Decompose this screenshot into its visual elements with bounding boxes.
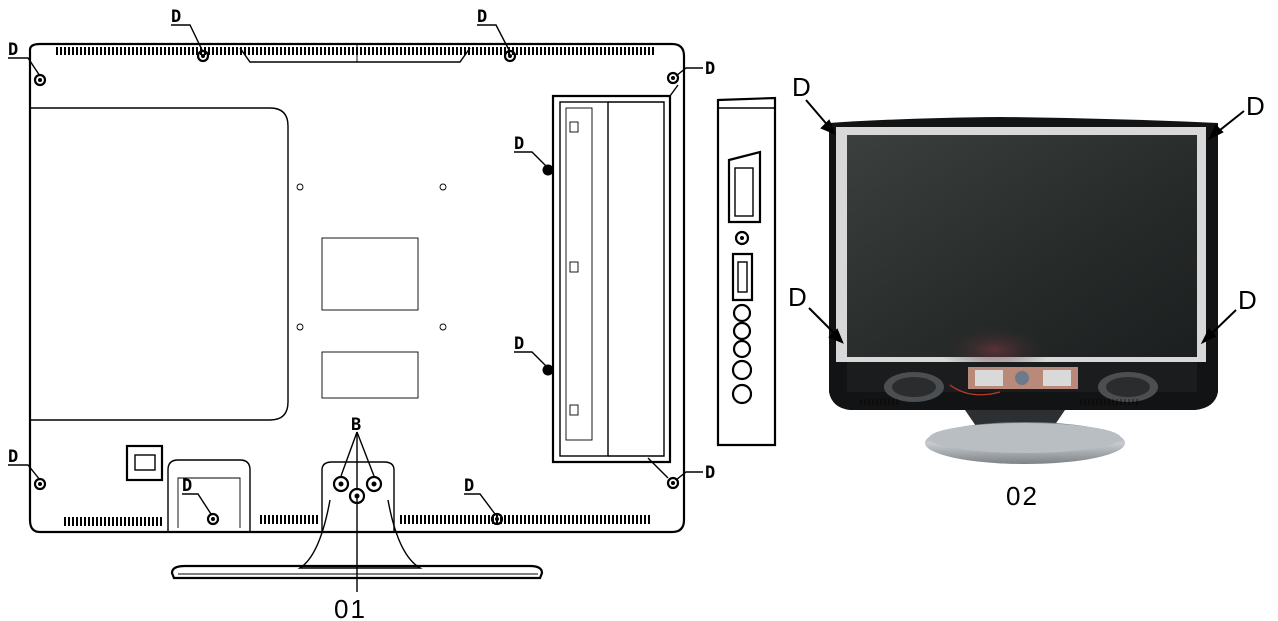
screw-label-d: D xyxy=(477,7,487,27)
tv-open-photo: D D D D 02 xyxy=(788,72,1265,511)
bottom-vent-left xyxy=(62,517,162,526)
stand-screws xyxy=(332,475,383,505)
screw-label-d: D xyxy=(464,476,474,496)
screw-label-d: D xyxy=(514,334,524,354)
bottom-vent-right xyxy=(400,515,650,524)
screw-label-d: D xyxy=(1238,285,1257,315)
speaker-left xyxy=(884,372,944,402)
screw-label-d: D xyxy=(8,447,18,467)
screw-label-d: D xyxy=(1246,91,1265,121)
screw-label-d: D xyxy=(705,463,715,483)
tv-rear-view: D D D D D D D D D D B 01 xyxy=(8,7,715,621)
screw-label-d: D xyxy=(792,72,811,102)
top-vent xyxy=(55,47,655,55)
screw-label-d: D xyxy=(182,476,192,496)
stand-label-b: B xyxy=(351,415,361,435)
screw-label-d: D xyxy=(171,7,181,27)
screw-label-d: D xyxy=(705,59,715,79)
figure-caption-02: 02 xyxy=(1006,481,1039,511)
figure-caption-01: 01 xyxy=(334,594,367,621)
connector-side-panel xyxy=(716,96,777,447)
lcd-panel xyxy=(847,135,1197,357)
screw-label-d: D xyxy=(788,282,807,312)
screw-label-d: D xyxy=(8,40,18,60)
speaker-right xyxy=(1098,372,1158,402)
screw-label-d: D xyxy=(514,134,524,154)
